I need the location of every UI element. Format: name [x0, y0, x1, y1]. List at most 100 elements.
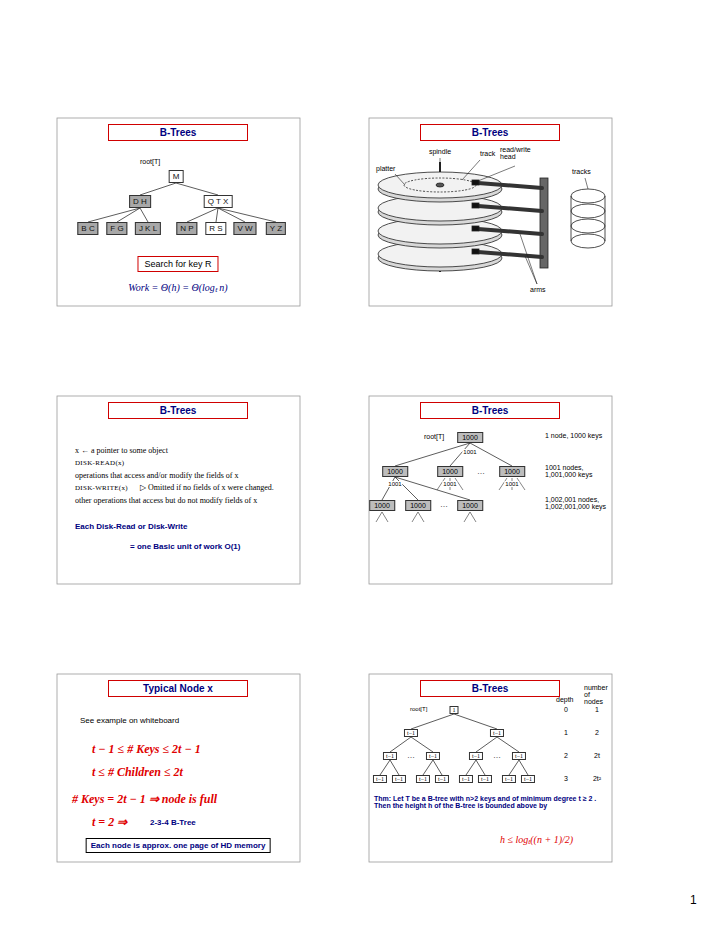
tree-link — [509, 760, 519, 775]
count-value: 2 — [595, 729, 599, 736]
node-text: B-Trees — [421, 127, 559, 138]
branch-count: 1001 — [442, 481, 457, 487]
search-box: Search for key R — [137, 256, 218, 272]
part-label: arms — [530, 286, 546, 293]
node-text: Q T X — [208, 197, 229, 206]
node-text: t−1 — [376, 776, 384, 782]
node-text: Typical Node x — [109, 683, 247, 694]
tree-node: t−1 — [490, 729, 504, 737]
count-value: 1 — [595, 706, 599, 713]
node-text: t−1 — [462, 776, 470, 782]
node-text: t−1 — [515, 753, 523, 759]
count-value: 2t² — [593, 775, 601, 782]
slide-frames — [57, 118, 612, 862]
tree-node: 1000 — [457, 500, 483, 511]
tree-node: J K L — [135, 222, 161, 235]
ellipsis: … — [477, 467, 485, 476]
node-text: t−1 — [386, 753, 394, 759]
formula: t ≤ # Children ≤ 2t — [92, 765, 183, 780]
ellipsis: … — [407, 751, 415, 760]
node-text: t−1 — [472, 753, 480, 759]
tree-link — [117, 208, 140, 222]
node-text: 1000 — [387, 468, 403, 475]
node-text: F G — [110, 224, 123, 233]
part-label: tracks — [572, 168, 591, 175]
formula: t = 2 ⇒ — [92, 815, 127, 830]
pseudo-text: x ← a pointer to some object — [75, 446, 168, 455]
depth-value: 1 — [564, 729, 568, 736]
count-note: 1 node, 1000 keys — [545, 432, 609, 439]
count-note: 1,002,001 nodes, 1,002,001,000 keys — [545, 496, 609, 510]
tree-node: t−1 — [502, 775, 516, 783]
depth-value: 0 — [564, 706, 568, 713]
node-text: 1 — [453, 707, 456, 713]
part-label: platter — [376, 165, 395, 172]
tree-node: 1 — [450, 706, 459, 714]
depth-value: 2 — [564, 752, 568, 759]
column-header: number of nodes — [584, 684, 610, 705]
part-label: spindle — [429, 148, 451, 155]
tree-link — [411, 737, 433, 752]
pseudo-text: DISK-WRITE(x) — [75, 484, 128, 492]
node-text: t−1 — [493, 730, 501, 736]
node-text: t−1 — [429, 753, 437, 759]
node-text: B-Trees — [109, 405, 247, 416]
tree-link — [218, 208, 245, 222]
node-text: 1000 — [410, 502, 426, 509]
pseudo-text: operations that access and/or modify the… — [75, 471, 239, 480]
node-text: t−1 — [524, 776, 532, 782]
tree-link — [433, 760, 442, 775]
tree-node: 1000 — [405, 500, 431, 511]
part-label: track — [480, 150, 495, 157]
tree-node: t−1 — [512, 752, 526, 760]
node-text: V W — [237, 224, 252, 233]
ellipsis: … — [493, 751, 501, 760]
tree-node: 1000 — [437, 466, 463, 477]
slide-title: B-Trees — [420, 402, 560, 419]
tree-link — [390, 737, 411, 752]
tree-link — [466, 760, 476, 775]
tree-node: t−1 — [404, 729, 418, 737]
tree-link — [380, 760, 390, 775]
note-text: = one Basic unit of work O(1) — [130, 542, 240, 551]
column-header: depth — [556, 696, 574, 703]
note-box: Each node is approx. one page of HD memo… — [86, 838, 271, 853]
branch-count: 1001 — [462, 449, 477, 455]
tree-node: t−1 — [373, 775, 387, 783]
tree-link — [423, 760, 433, 775]
slide-title: B-Trees — [420, 680, 560, 697]
tree-node: Y Z — [266, 222, 286, 235]
page-number: 1 — [690, 893, 697, 907]
pseudo-text: other operations that access but do not … — [75, 496, 257, 505]
root-label: root[T] — [424, 433, 444, 440]
tree-link — [411, 714, 454, 729]
node-text: 1000 — [374, 502, 390, 509]
node-text: t−1 — [505, 776, 513, 782]
tree-link — [187, 208, 218, 222]
pseudo-text: ▷ Omitted if no fields of x were changed… — [140, 483, 274, 492]
tree-link — [140, 208, 148, 222]
node-text: D H — [133, 197, 147, 206]
node-text: Y Z — [270, 224, 282, 233]
count-value: 2t — [594, 752, 600, 759]
node-text: B-Trees — [421, 683, 559, 694]
part-label: read/write head — [500, 146, 544, 160]
node-text: 1000 — [462, 434, 478, 441]
node-text: J K L — [139, 224, 157, 233]
leader-lines — [395, 158, 588, 284]
tree-node: t−1 — [469, 752, 483, 760]
branch-count: 1001 — [387, 481, 402, 487]
node-text: t−1 — [481, 776, 489, 782]
formula: t − 1 ≤ # Keys ≤ 2t − 1 — [92, 742, 201, 757]
tree-node: V W — [233, 222, 256, 235]
ellipsis: … — [440, 500, 448, 509]
tree-link — [218, 208, 276, 222]
node-text: 1000 — [462, 502, 478, 509]
tree-link — [497, 737, 519, 752]
tree-node: R S — [205, 222, 226, 235]
slide-title: B-Trees — [108, 402, 248, 419]
theorem-text: Thm: Let T be a B-tree with n>2 keys and… — [374, 795, 606, 809]
tree-link — [476, 737, 497, 752]
tree-link — [390, 760, 399, 775]
tree-node: 1000 — [382, 466, 408, 477]
